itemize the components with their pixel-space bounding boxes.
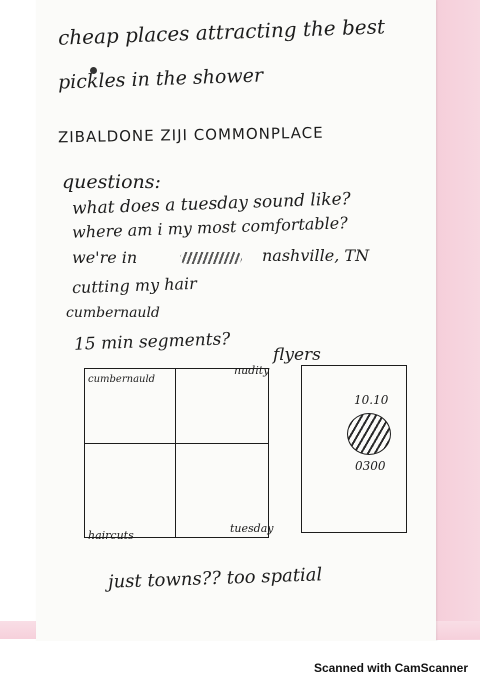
grid-top-right-label: nudity: [234, 364, 270, 377]
flyer-scribble-circle: [347, 413, 391, 455]
grid-horizontal-line: [85, 443, 268, 444]
question-3-end: nashville, TN: [262, 246, 370, 265]
notebook-page: [36, 0, 436, 642]
scanner-footer: Scanned with CamScanner: [0, 641, 480, 679]
flyer-sketch: [301, 365, 407, 533]
scanner-watermark: Scanned with CamScanner: [313, 661, 468, 675]
question-4: cutting my hair: [71, 273, 198, 298]
grid-bottom-right-label: tuesday: [230, 522, 274, 535]
questions-label: questions:: [62, 171, 161, 193]
question-5: cumbernauld: [66, 305, 160, 321]
flyer-date: 10.10: [354, 393, 389, 407]
question-3-start: we're in: [72, 248, 138, 267]
scribbled-out-word: [180, 252, 242, 264]
page-heading: ZIBALDONE ZIJI COMMONPLACE: [57, 123, 324, 147]
four-square-grid: [84, 368, 269, 538]
ink-blot: [90, 67, 97, 74]
flyers-label: flyers: [273, 345, 321, 365]
grid-bottom-left-label: haircuts: [88, 529, 134, 542]
flyer-time: 0300: [355, 459, 386, 473]
grid-vertical-line: [175, 369, 176, 537]
grid-top-left-label: cumbernauld: [88, 374, 156, 385]
